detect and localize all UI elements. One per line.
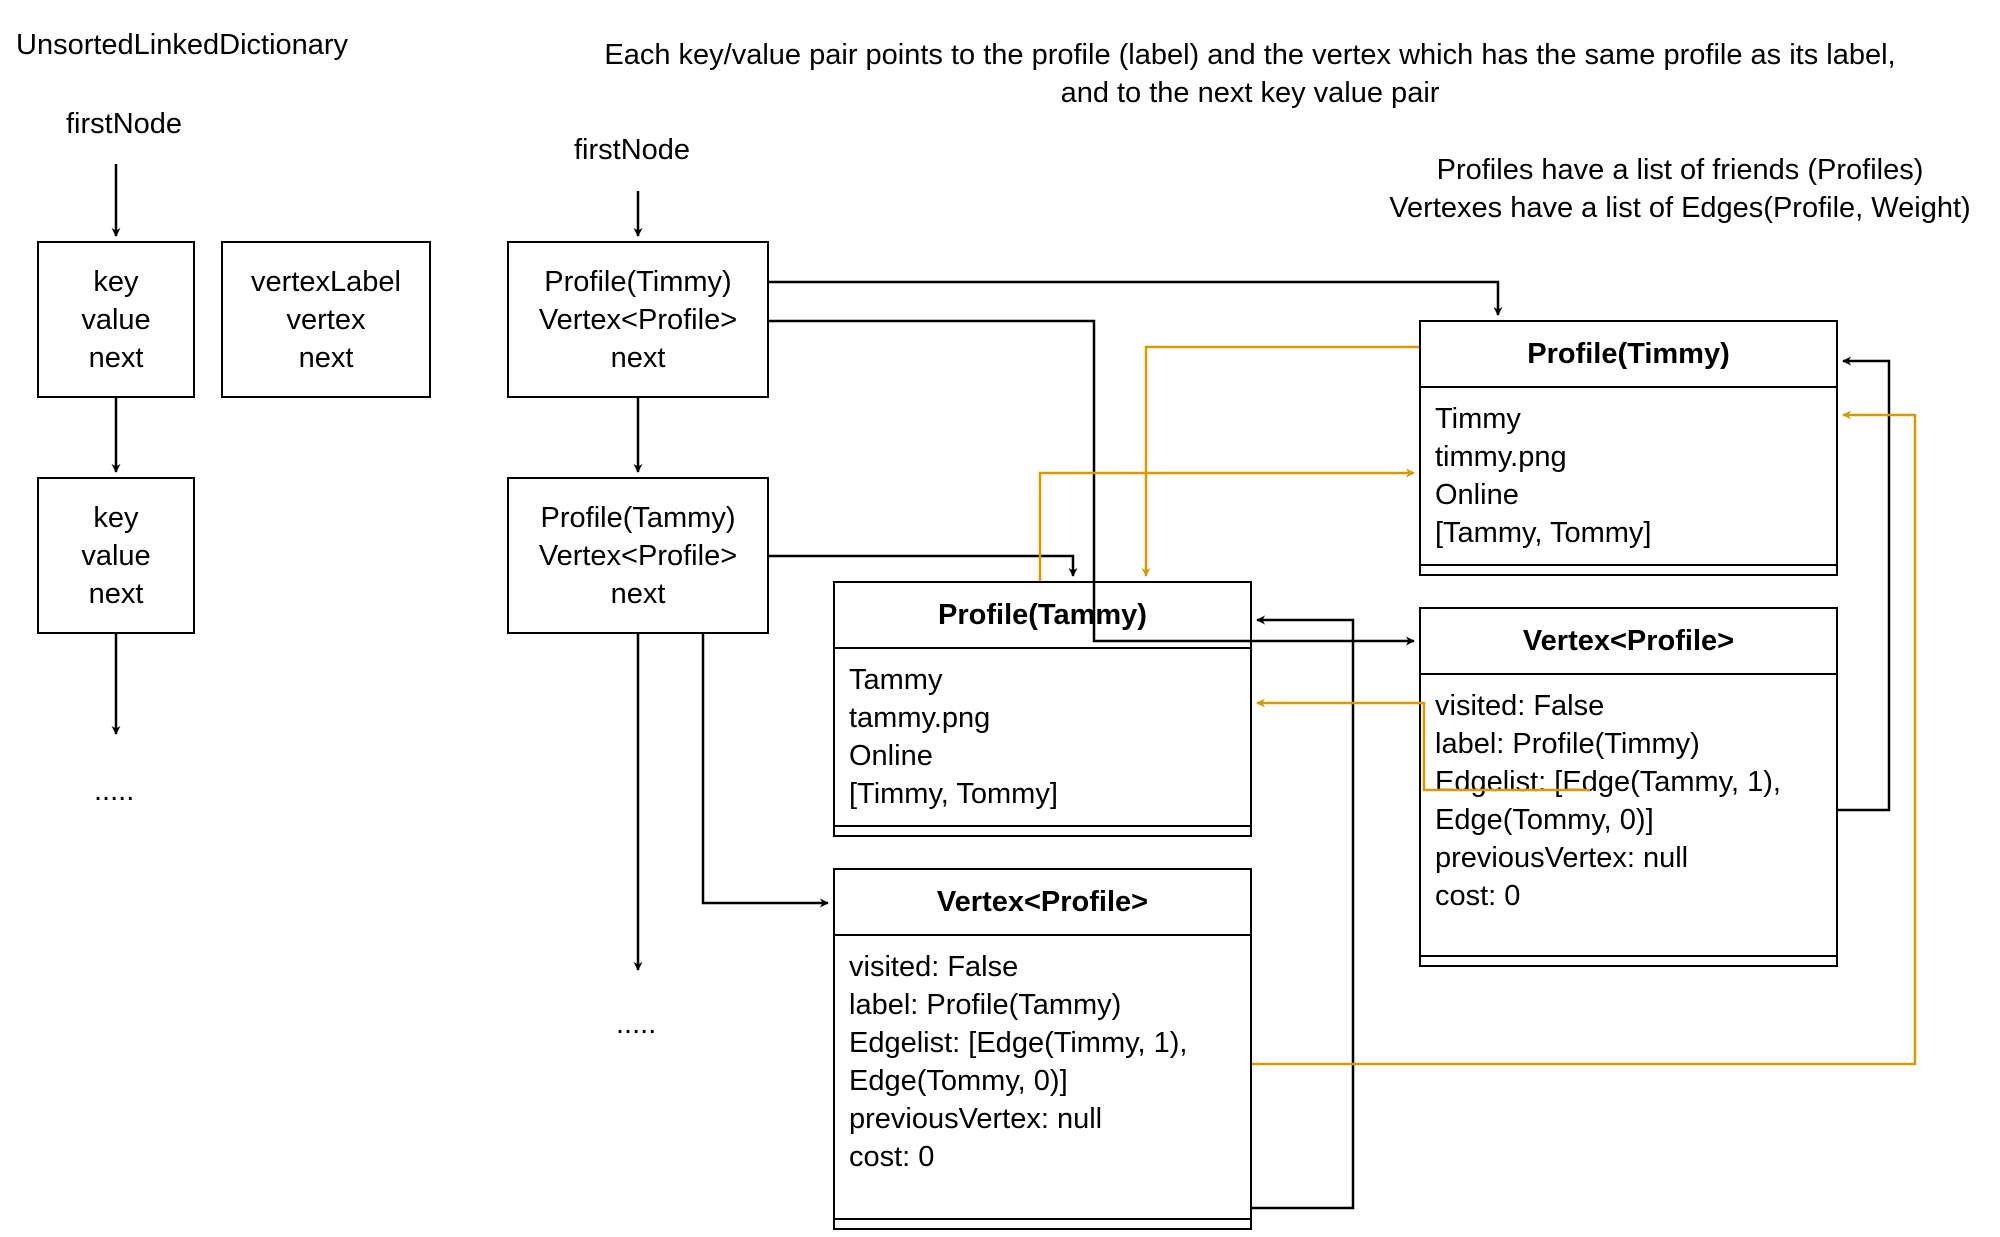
arrow-tammy-profile (769, 554, 1078, 577)
field: visited: False (849, 951, 1019, 983)
field: label: Profile(Tammy) (849, 989, 1122, 1021)
description-line: and to the next key value pair (1060, 77, 1440, 109)
chain-first-node-label: firstNode (574, 134, 691, 166)
profile-timmy-box: Profile(Timmy) Timmy timmy.png Online [T… (1419, 320, 1838, 576)
field: Edge(Tommy, 0)] (849, 1065, 1068, 1097)
field: cost: 0 (1435, 880, 1521, 912)
arrow-vertex-timmy-label (1838, 356, 1891, 812)
vertex-tammy-box: Vertex<Profile> visited: False label: Pr… (833, 868, 1252, 1230)
node-line: value (81, 303, 151, 336)
field: cost: 0 (849, 1141, 935, 1173)
friend-link-timmy-to-tammy (1141, 345, 1419, 577)
legend-ellipsis: ..... (94, 775, 135, 807)
field: timmy.png (1435, 441, 1567, 473)
field: Edgelist: [Edge(Tammy, 1), (1435, 766, 1781, 798)
node-line: next (610, 341, 666, 374)
legend-node-key-value: key value next (37, 241, 195, 398)
box-divider (835, 1218, 1250, 1220)
arrow-tammy-vertex (701, 634, 829, 908)
field: Online (849, 740, 933, 772)
field: Edge(Tommy, 0)] (1435, 804, 1654, 836)
arrow-vertex-tammy-label (1252, 615, 1355, 1210)
legend-node-key-value-2: key value next (37, 477, 195, 634)
description-text: Each key/value pair points to the profil… (550, 36, 1950, 112)
chain-node-timmy: Profile(Timmy) Vertex<Profile> next (507, 241, 769, 398)
field: previousVertex: null (849, 1103, 1103, 1135)
note-line: Vertexes have a list of Edges(Profile, W… (1389, 192, 1971, 224)
node-line: vertex (286, 303, 366, 336)
node-line: value (81, 539, 151, 572)
field: Edgelist: [Edge(Timmy, 1), (849, 1027, 1188, 1059)
box-divider (1421, 564, 1836, 566)
description-line: Each key/value pair points to the profil… (604, 39, 1896, 71)
node-line: Profile(Timmy) (544, 265, 732, 298)
vertex-timmy-title: Vertex<Profile> (1421, 609, 1836, 675)
note-text: Profiles have a list of friends (Profile… (1360, 151, 2000, 227)
note-line: Profiles have a list of friends (Profile… (1436, 154, 1924, 186)
node-line: Profile(Tammy) (540, 501, 736, 534)
legend-first-node-label: firstNode (66, 108, 183, 140)
profile-tammy-box: Profile(Tammy) Tammy tammy.png Online [T… (833, 581, 1252, 837)
profile-tammy-title: Profile(Tammy) (835, 583, 1250, 649)
node-line: next (88, 341, 144, 374)
profile-timmy-title: Profile(Timmy) (1421, 322, 1836, 388)
node-line: key (93, 265, 139, 298)
field: Timmy (1435, 403, 1521, 435)
chain-ellipsis: ..... (616, 1008, 657, 1040)
node-line: Vertex<Profile> (538, 539, 738, 572)
box-divider (835, 825, 1250, 827)
node-line: Vertex<Profile> (538, 303, 738, 336)
field: [Timmy, Tommy] (849, 778, 1058, 810)
field: Online (1435, 479, 1519, 511)
field: label: Profile(Timmy) (1435, 728, 1700, 760)
chain-node-tammy: Profile(Tammy) Vertex<Profile> next (507, 477, 769, 634)
arrow-timmy-profile (769, 280, 1503, 316)
field: Tammy (849, 664, 943, 696)
dictionary-title: UnsortedLinkedDictionary (16, 29, 349, 61)
node-line: next (610, 577, 666, 610)
legend-node-vertex-label: vertexLabel vertex next (221, 241, 431, 398)
field: tammy.png (849, 702, 991, 734)
field: visited: False (1435, 690, 1605, 722)
field: [Tammy, Tommy] (1435, 517, 1652, 549)
vertex-timmy-box: Vertex<Profile> visited: False label: Pr… (1419, 607, 1838, 967)
node-line: next (298, 341, 354, 374)
box-divider (1421, 955, 1836, 957)
vertex-tammy-title: Vertex<Profile> (835, 870, 1250, 936)
field: previousVertex: null (1435, 842, 1689, 874)
friend-link-tammy-to-timmy (1038, 468, 1415, 581)
node-line: next (88, 577, 144, 610)
node-line: vertexLabel (251, 265, 401, 298)
node-line: key (93, 501, 139, 534)
